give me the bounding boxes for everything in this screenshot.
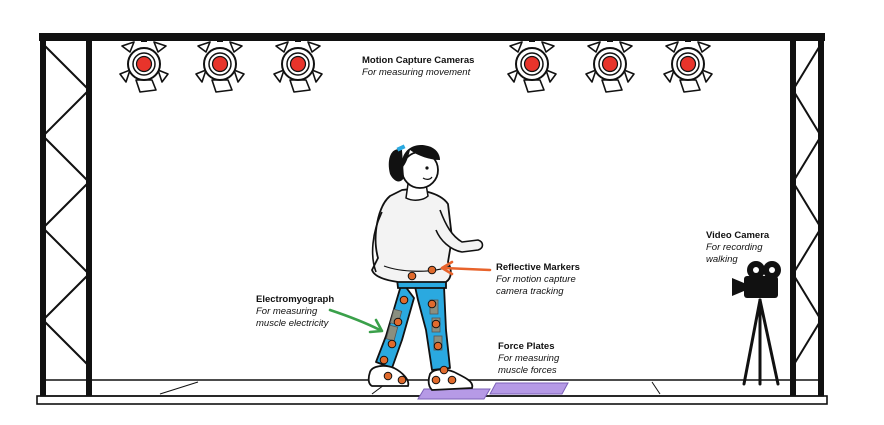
video-subtitle-line1: For recording [706, 242, 763, 253]
cameras-label: Motion Capture Cameras For measuring mov… [362, 55, 474, 79]
tripod-icon [742, 298, 780, 386]
markers-subtitle-line1: For motion capture [496, 274, 576, 285]
video-camera [732, 261, 781, 386]
plates-subtitle-line2: muscle forces [498, 365, 557, 376]
spotlight-camera-icon [585, 35, 635, 93]
video-title: Video Camera [706, 230, 770, 241]
markers-subtitle-line2: camera tracking [496, 286, 564, 297]
video-camera-icon [732, 261, 781, 298]
cameras-subtitle: For measuring movement [362, 67, 471, 78]
top-truss [39, 33, 825, 41]
spotlight-camera-icon [195, 35, 245, 93]
video-subtitle-line2: walking [706, 254, 738, 265]
marker-arrow [440, 260, 492, 276]
plates-label: Force Plates For measuring muscle forces [498, 341, 559, 377]
right-truss [790, 34, 824, 396]
video-label: Video Camera For recording walking [706, 230, 769, 266]
emg-arrow [328, 308, 384, 334]
spotlight-camera-icon [119, 35, 169, 93]
person-walking [367, 144, 484, 391]
force-plates [417, 382, 569, 400]
spotlight-camera-icon [273, 35, 323, 93]
emg-subtitle-line2: muscle electricity [256, 318, 329, 329]
emg-title: Electromyograph [256, 294, 335, 305]
spotlight-camera-icon [663, 35, 713, 93]
markers-title: Reflective Markers [496, 262, 580, 273]
spotlight-camera-icon [507, 35, 557, 93]
plates-title: Force Plates [498, 341, 555, 352]
emg-label: Electromyograph For measuring muscle ele… [256, 294, 334, 330]
cameras-title: Motion Capture Cameras [362, 55, 475, 66]
markers-label: Reflective Markers For motion capture ca… [496, 262, 580, 298]
emg-subtitle-line1: For measuring [256, 306, 318, 317]
plates-subtitle-line1: For measuring [498, 353, 560, 364]
left-truss [40, 34, 92, 396]
